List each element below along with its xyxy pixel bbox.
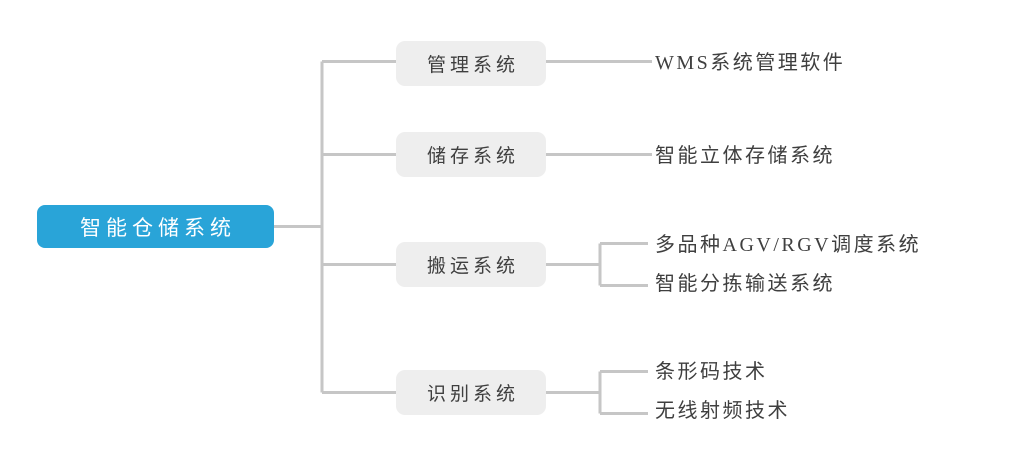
branch-node-identification[interactable]: 识别系统: [396, 370, 546, 415]
branch-node-storage[interactable]: 储存系统: [396, 132, 546, 177]
leaf-label-asrs-system: 智能立体存储系统: [655, 145, 835, 167]
leaf-label-sorting-conveyor: 智能分拣输送系统: [655, 273, 835, 295]
leaf-label-agv-rgv-scheduling: 多品种AGV/RGV调度系统: [655, 234, 922, 256]
branch-node-management[interactable]: 管理系统: [396, 41, 546, 86]
root-node[interactable]: 智能仓储系统: [37, 205, 274, 248]
leaf-label-rfid-technology: 无线射频技术: [655, 400, 790, 422]
leaf-label-wms-software: WMS系统管理软件: [655, 52, 846, 74]
leaf-label-barcode-technology: 条形码技术: [655, 361, 768, 383]
branch-node-transport[interactable]: 搬运系统: [396, 242, 546, 287]
